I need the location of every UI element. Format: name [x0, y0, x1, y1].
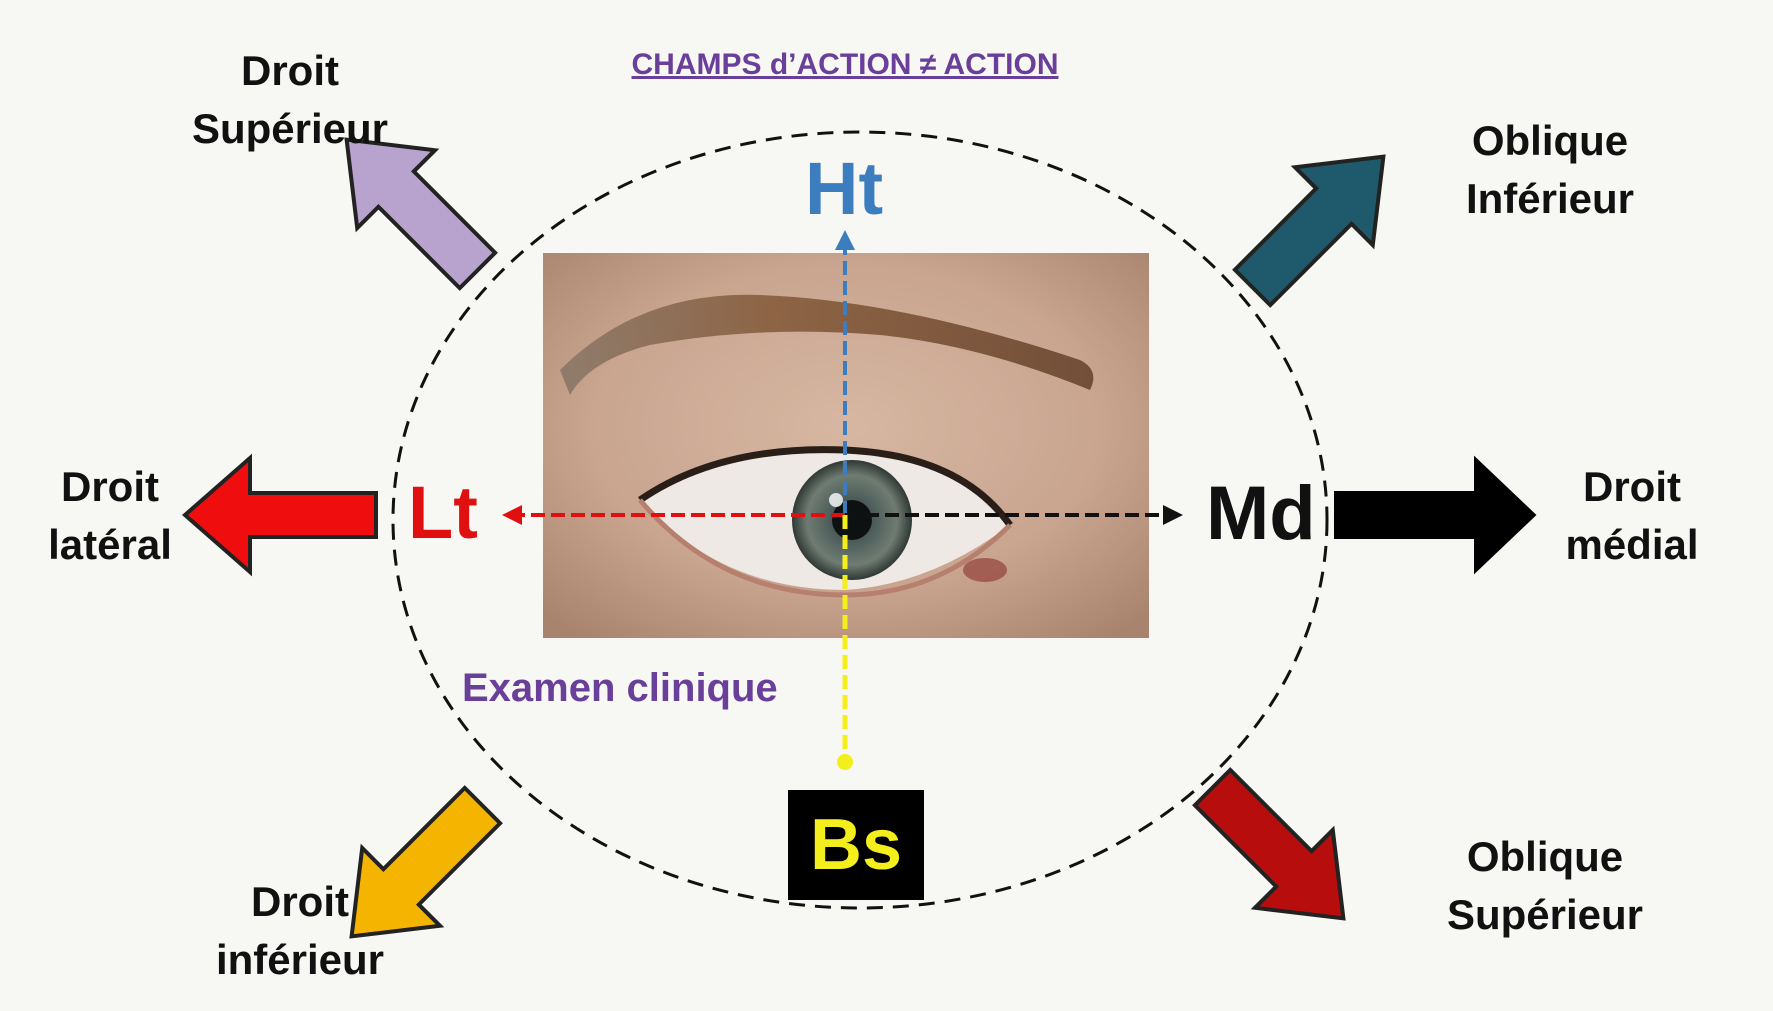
- down-direction-dot: [837, 754, 853, 770]
- arrow-droit-superieur: [344, 137, 498, 291]
- arrow-oblique-superieur: [1192, 767, 1346, 921]
- diagram-title: CHAMPS d’ACTION ≠ ACTION: [631, 48, 1059, 81]
- left-direction-arrowhead: [502, 505, 522, 525]
- exam-label: Examen clinique: [462, 666, 778, 710]
- label-down-box: Bs: [788, 790, 924, 900]
- dashed-boundary-ellipse: [391, 130, 1329, 910]
- label-left-lt: Lt: [408, 471, 478, 554]
- right-direction-arrowhead: [1163, 505, 1183, 525]
- label-up-ht: Ht: [805, 147, 884, 230]
- arrow-droit-medial: [1334, 455, 1537, 575]
- arrow-oblique-inferieur: [1232, 154, 1386, 308]
- label-down-bs: Bs: [809, 805, 903, 885]
- arrow-droit-inferieur: [349, 785, 503, 939]
- arrow-droit-lateral: [181, 453, 378, 577]
- label-right-md: Md: [1206, 471, 1316, 556]
- up-direction-arrowhead: [835, 230, 855, 250]
